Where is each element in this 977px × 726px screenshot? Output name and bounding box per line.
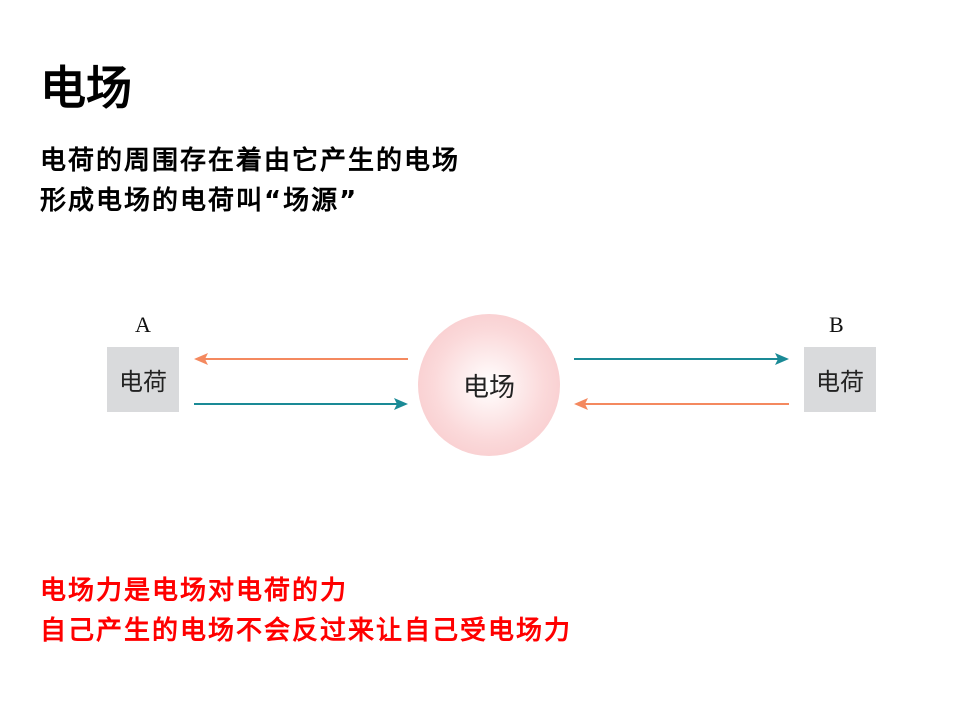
label-b: B	[829, 312, 844, 337]
description-line-2: 形成电场的电荷叫“场源”	[40, 186, 359, 216]
arrow-b-to-field	[574, 398, 789, 410]
slide-title: 电场	[40, 61, 132, 115]
label-a: A	[135, 312, 151, 337]
charge-b-box: 电荷	[804, 347, 876, 412]
electric-field-circle: 电场	[418, 314, 560, 456]
note-line-1: 电场力是电场对电荷的力	[40, 576, 349, 606]
charge-a-box: 电荷	[107, 347, 179, 412]
arrow-field-to-a	[194, 353, 408, 365]
arrow-field-to-b	[574, 353, 789, 365]
arrow-a-to-field	[194, 398, 408, 410]
note-line-2: 自己产生的电场不会反过来让自己受电场力	[40, 616, 573, 646]
description-line-1: 电荷的周围存在着由它产生的电场	[40, 146, 461, 176]
